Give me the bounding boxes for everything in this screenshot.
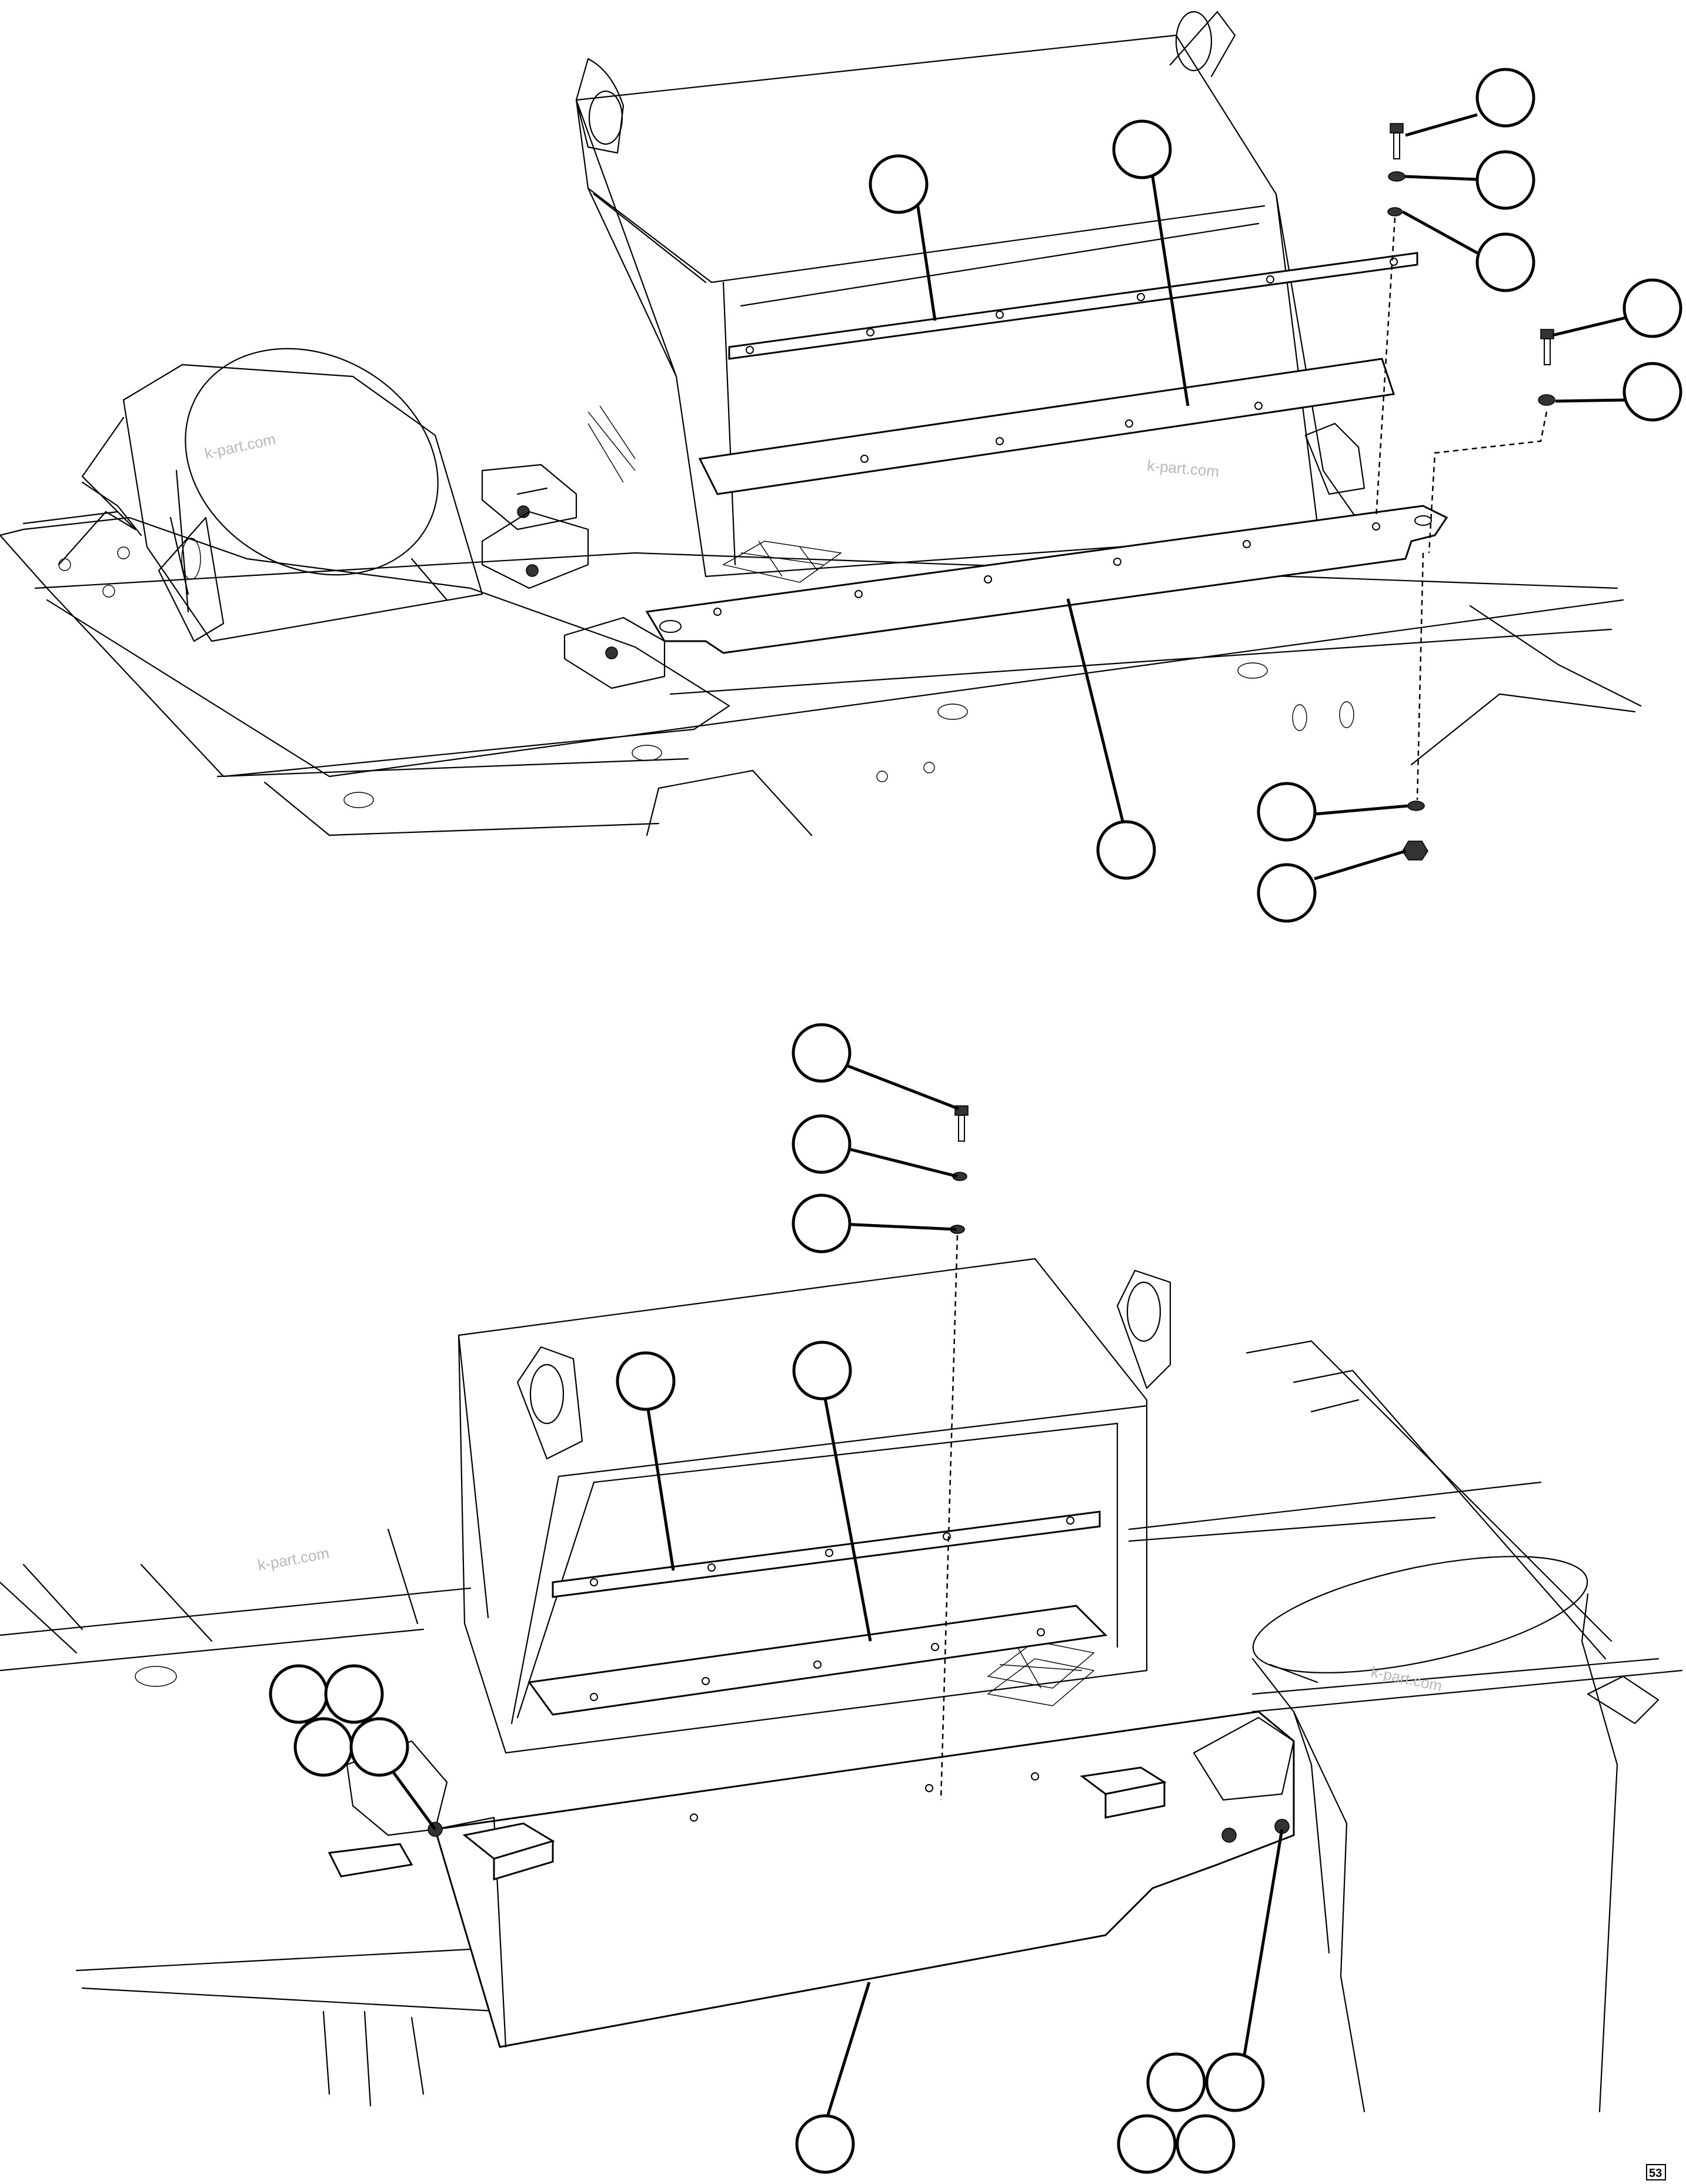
assembly-axis-1 xyxy=(1375,217,1396,518)
watermark-3: k-part.com xyxy=(256,1544,330,1574)
housing-box-lower xyxy=(458,1258,1171,1754)
frame-rail xyxy=(34,552,1642,836)
base-plate-left xyxy=(0,511,730,778)
flat-washer-1 xyxy=(1387,207,1403,216)
hex-bolt-1 xyxy=(1390,123,1404,159)
lower-view: k-part.com k-part.com xyxy=(0,1023,1683,2174)
lock-washer-2 xyxy=(1407,801,1425,811)
mount-bracket-1 xyxy=(481,464,577,531)
hex-nut-1 xyxy=(1402,841,1428,861)
strip-plate-lower-2 xyxy=(527,1605,1108,1716)
page-code: 53 xyxy=(1649,2167,1662,2180)
lock-washer-1 xyxy=(1388,171,1405,182)
hex-bolt-2 xyxy=(1540,329,1554,365)
callout-balloons-lower xyxy=(269,1023,1284,2174)
watermark-1: k-part.com xyxy=(203,430,277,462)
spacer-block-left xyxy=(462,1822,555,1881)
cover-plate xyxy=(434,1710,1295,2048)
watermark-4: k-part.com xyxy=(1370,1663,1444,1695)
mount-bracket-3 xyxy=(563,616,666,689)
mount-bracket-2 xyxy=(481,511,589,589)
spacer-block-floor xyxy=(328,1843,413,1878)
frame-left xyxy=(0,1528,625,2107)
page-code-box xyxy=(1646,2164,1666,2180)
mount-bracket-lower-2 xyxy=(1193,1716,1295,1801)
spacer-block-right xyxy=(1080,1766,1167,1819)
mount-bracket-lower-3 xyxy=(1587,1675,1660,1725)
assembly-axis-3 xyxy=(1428,411,1548,553)
assembly-axis-4 xyxy=(940,1235,959,1800)
hex-bolt-3 xyxy=(954,1105,969,1142)
watermark-2: k-part.com xyxy=(1146,456,1220,481)
strip-plate-middle xyxy=(698,358,1395,495)
lock-washer-3 xyxy=(1538,394,1555,406)
frame-right xyxy=(1128,1340,1683,1713)
upper-view: k-part.com k-part.com xyxy=(0,11,1682,923)
housing-box xyxy=(575,11,1366,583)
callout-balloons-upper xyxy=(869,68,1682,923)
mount-bracket-4 xyxy=(1304,422,1366,495)
assembly-axis-2 xyxy=(1416,552,1424,801)
strip-plate-lower xyxy=(645,505,1448,654)
strip-bar-lower-1 xyxy=(552,1511,1101,1598)
round-duct-lower xyxy=(1251,1556,1618,2113)
strip-bar-upper xyxy=(728,252,1418,360)
round-duct xyxy=(81,348,483,642)
